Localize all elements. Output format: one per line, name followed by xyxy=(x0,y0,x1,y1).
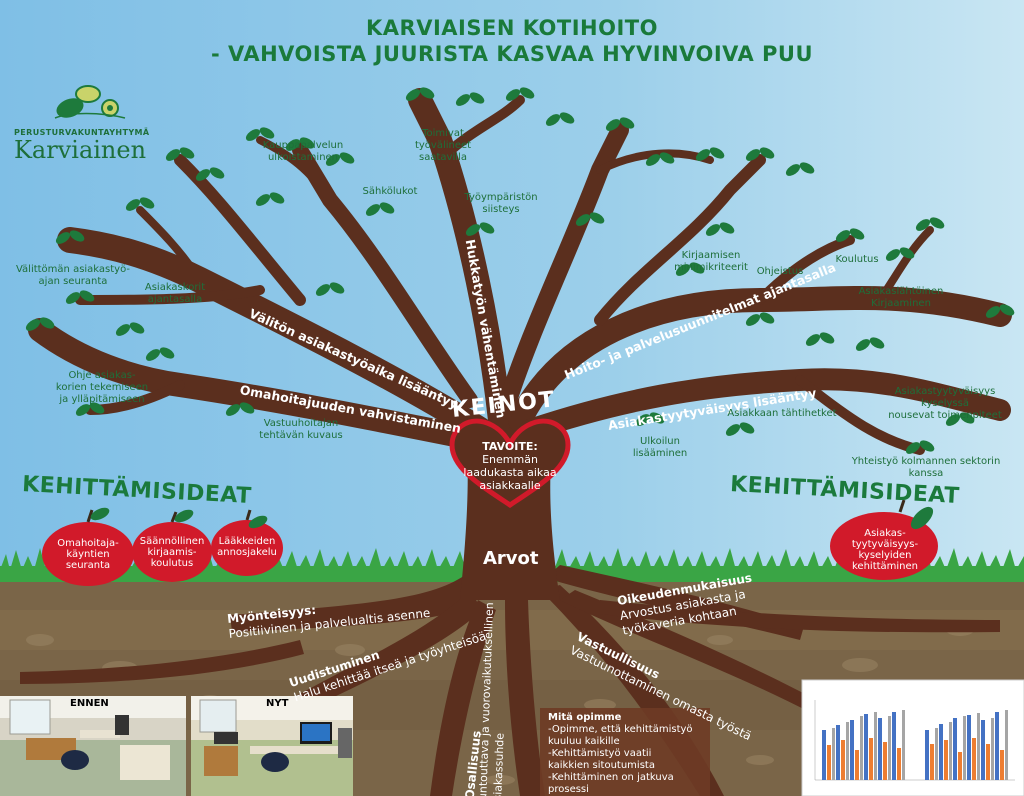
leaf-text: Kirjaaminen xyxy=(871,298,931,309)
leaf-label-sahkolukot: Sähkölukot xyxy=(362,186,418,197)
leaf-label-kirjaamisen: Kirjaamisen minimikriteerit xyxy=(668,250,754,274)
photo-before xyxy=(0,696,186,796)
leaf-label-kysely: Asiakastyytyväisyys kyselyssä nousevat t… xyxy=(870,386,1020,422)
leaf-label-asiakaslahtoinen: Asiakaslähtöinen Kirjaaminen xyxy=(856,286,946,310)
leaf-text: ulkoistaminen xyxy=(267,152,339,163)
logo-name-text: Karviainen xyxy=(14,136,147,164)
leaf-text: siisteys xyxy=(482,204,520,215)
opimme-item: prosessi xyxy=(548,784,589,795)
leaf-label-valittoman: Välittömän asiakastyö- ajan seuranta xyxy=(14,264,132,288)
leaf-text: Kirjaamisen xyxy=(681,250,741,261)
leaf-text: Asiakastyytyväisyys kyselyssä xyxy=(894,386,996,409)
apple-line: kyselyiden xyxy=(858,550,912,561)
apple-line: Asiakas- xyxy=(864,528,906,539)
opimme-item: -Opimme, että kehittämistyö xyxy=(548,724,693,735)
photo-label-after: NYT xyxy=(266,698,289,709)
leaf-text: ajan seuranta xyxy=(38,276,108,287)
goal-label: TAVOITE: xyxy=(482,440,538,453)
apple-line: kirjaamis- xyxy=(147,547,197,558)
apple-line: käyntien xyxy=(66,549,110,560)
apple-text-omahoitaja: Omahoitaja- käyntien seuranta xyxy=(48,538,128,571)
leaf-text: Toimivat xyxy=(422,128,464,139)
opimme-text: Mitä opimme -Opimme, että kehittämistyö … xyxy=(548,712,708,796)
leaf-text: Ohje asiakas- xyxy=(68,370,136,381)
poster-title: KARVIAISEN KOTIHOITO xyxy=(366,16,658,40)
leaf-text: ja ylläpitämiseen xyxy=(59,394,145,405)
leaf-label-ohje: Ohje asiakas- korien tekemiseen ja ylläp… xyxy=(55,370,149,406)
goal-heart xyxy=(449,418,571,509)
leaf-label-ohjeistus: Ohjeistus xyxy=(756,266,804,277)
logo-graphic xyxy=(54,85,126,119)
goal-text-line: Enemmän xyxy=(482,453,538,466)
leaf-text: Asiakaskorit xyxy=(144,282,206,293)
leaf-label-asiakaskorit: Asiakaskorit ajantasalla xyxy=(140,282,210,306)
apple-line: Säännöllinen xyxy=(139,536,205,547)
goal-text-line: asiakkaalle xyxy=(479,479,541,492)
leaf-label-vastuuhoitajan: Vastuuhoitajan tehtävän kuvaus xyxy=(256,418,346,442)
apple-line: annosjakelu xyxy=(217,547,277,558)
leaf-text: työvälineet xyxy=(414,140,472,151)
apple-text-kirjaamis: Säännöllinen kirjaamis- koulutus xyxy=(134,536,210,569)
apple-line: koulutus xyxy=(150,558,194,569)
opimme-title: Mitä opimme xyxy=(548,712,622,723)
leaf-text: Vastuuhoitajan xyxy=(263,418,339,429)
leaf-label-yhteistyo: Yhteistyö kolmannen sektorin kanssa xyxy=(851,456,1001,479)
photo-label-before: ENNEN xyxy=(70,698,109,709)
goal-text-line: laadukasta aikaa xyxy=(463,466,557,479)
opimme-item: kuuluu kaikille xyxy=(548,736,620,747)
leaf-text: Työympäristön xyxy=(464,192,538,203)
leaf-text: Välittömän asiakastyö- xyxy=(15,264,131,275)
apple-text-laakkeiden: Lääkkeiden annosjakelu xyxy=(212,536,282,558)
leaf-text: nousevat toimenpiteet xyxy=(888,410,1002,421)
apple-line: Omahoitaja- xyxy=(57,538,119,549)
arvot-label: Arvot xyxy=(483,548,539,569)
opimme-item: -Kehittämistyö vaatii xyxy=(548,748,652,759)
photo-after xyxy=(191,696,353,796)
leaf-label-koulutus: Koulutus xyxy=(835,254,879,265)
leaf-text: Asiakaslähtöinen xyxy=(858,286,944,297)
leaf-text: ajantasalla xyxy=(147,294,203,305)
goal-heart-text: TAVOITE: Enemmän laadukasta aikaa asiakk… xyxy=(458,440,562,492)
leaf-label-ulkoilun: Ulkoilun lisääminen xyxy=(630,436,690,460)
apple-line: seuranta xyxy=(65,560,111,571)
leaf-text: saatavilla xyxy=(419,152,467,163)
apple-line: tyytyväisyys- xyxy=(851,539,919,550)
leaf-text: Ulkoilun xyxy=(640,436,680,447)
leaf-text: tehtävän kuvaus xyxy=(259,430,343,441)
apple-line: kehittäminen xyxy=(851,561,919,572)
apples xyxy=(42,499,938,586)
leaf-text: korien tekemiseen xyxy=(55,382,149,393)
poster-subtitle: - VAHVOISTA JUURISTA KASVAA HYVINVOIVA P… xyxy=(210,42,814,66)
leaf-label-tahtihetket: Asiakkaan tähtihetket xyxy=(727,408,837,419)
logo-org-text: PERUSTURVAKUNTAYHTYMÄ xyxy=(14,128,150,137)
leaf-text: minimikriteerit xyxy=(674,262,748,273)
leaf-label-kauppa: Kauppapalvelun ulkoistaminen xyxy=(258,140,348,164)
apple-text-asiakas: Asiakas- tyytyväisyys- kyselyiden kehitt… xyxy=(840,528,930,572)
leaf-text: lisääminen xyxy=(632,448,688,459)
tree-branches xyxy=(28,88,1012,455)
opimme-box xyxy=(540,708,710,796)
opimme-item: kaikkien sitoutumista xyxy=(548,760,655,771)
small-bar-chart xyxy=(801,679,1024,796)
leaf-label-tyoympariston: Työympäristön siisteys xyxy=(462,192,540,216)
apple-line: Lääkkeiden xyxy=(218,536,276,547)
leaf-label-toimivat: Toimivat työvälineet saatavilla xyxy=(408,128,478,164)
opimme-item: -Kehittäminen on jatkuva xyxy=(548,772,674,783)
leaf-text: Kauppapalvelun xyxy=(262,140,344,151)
